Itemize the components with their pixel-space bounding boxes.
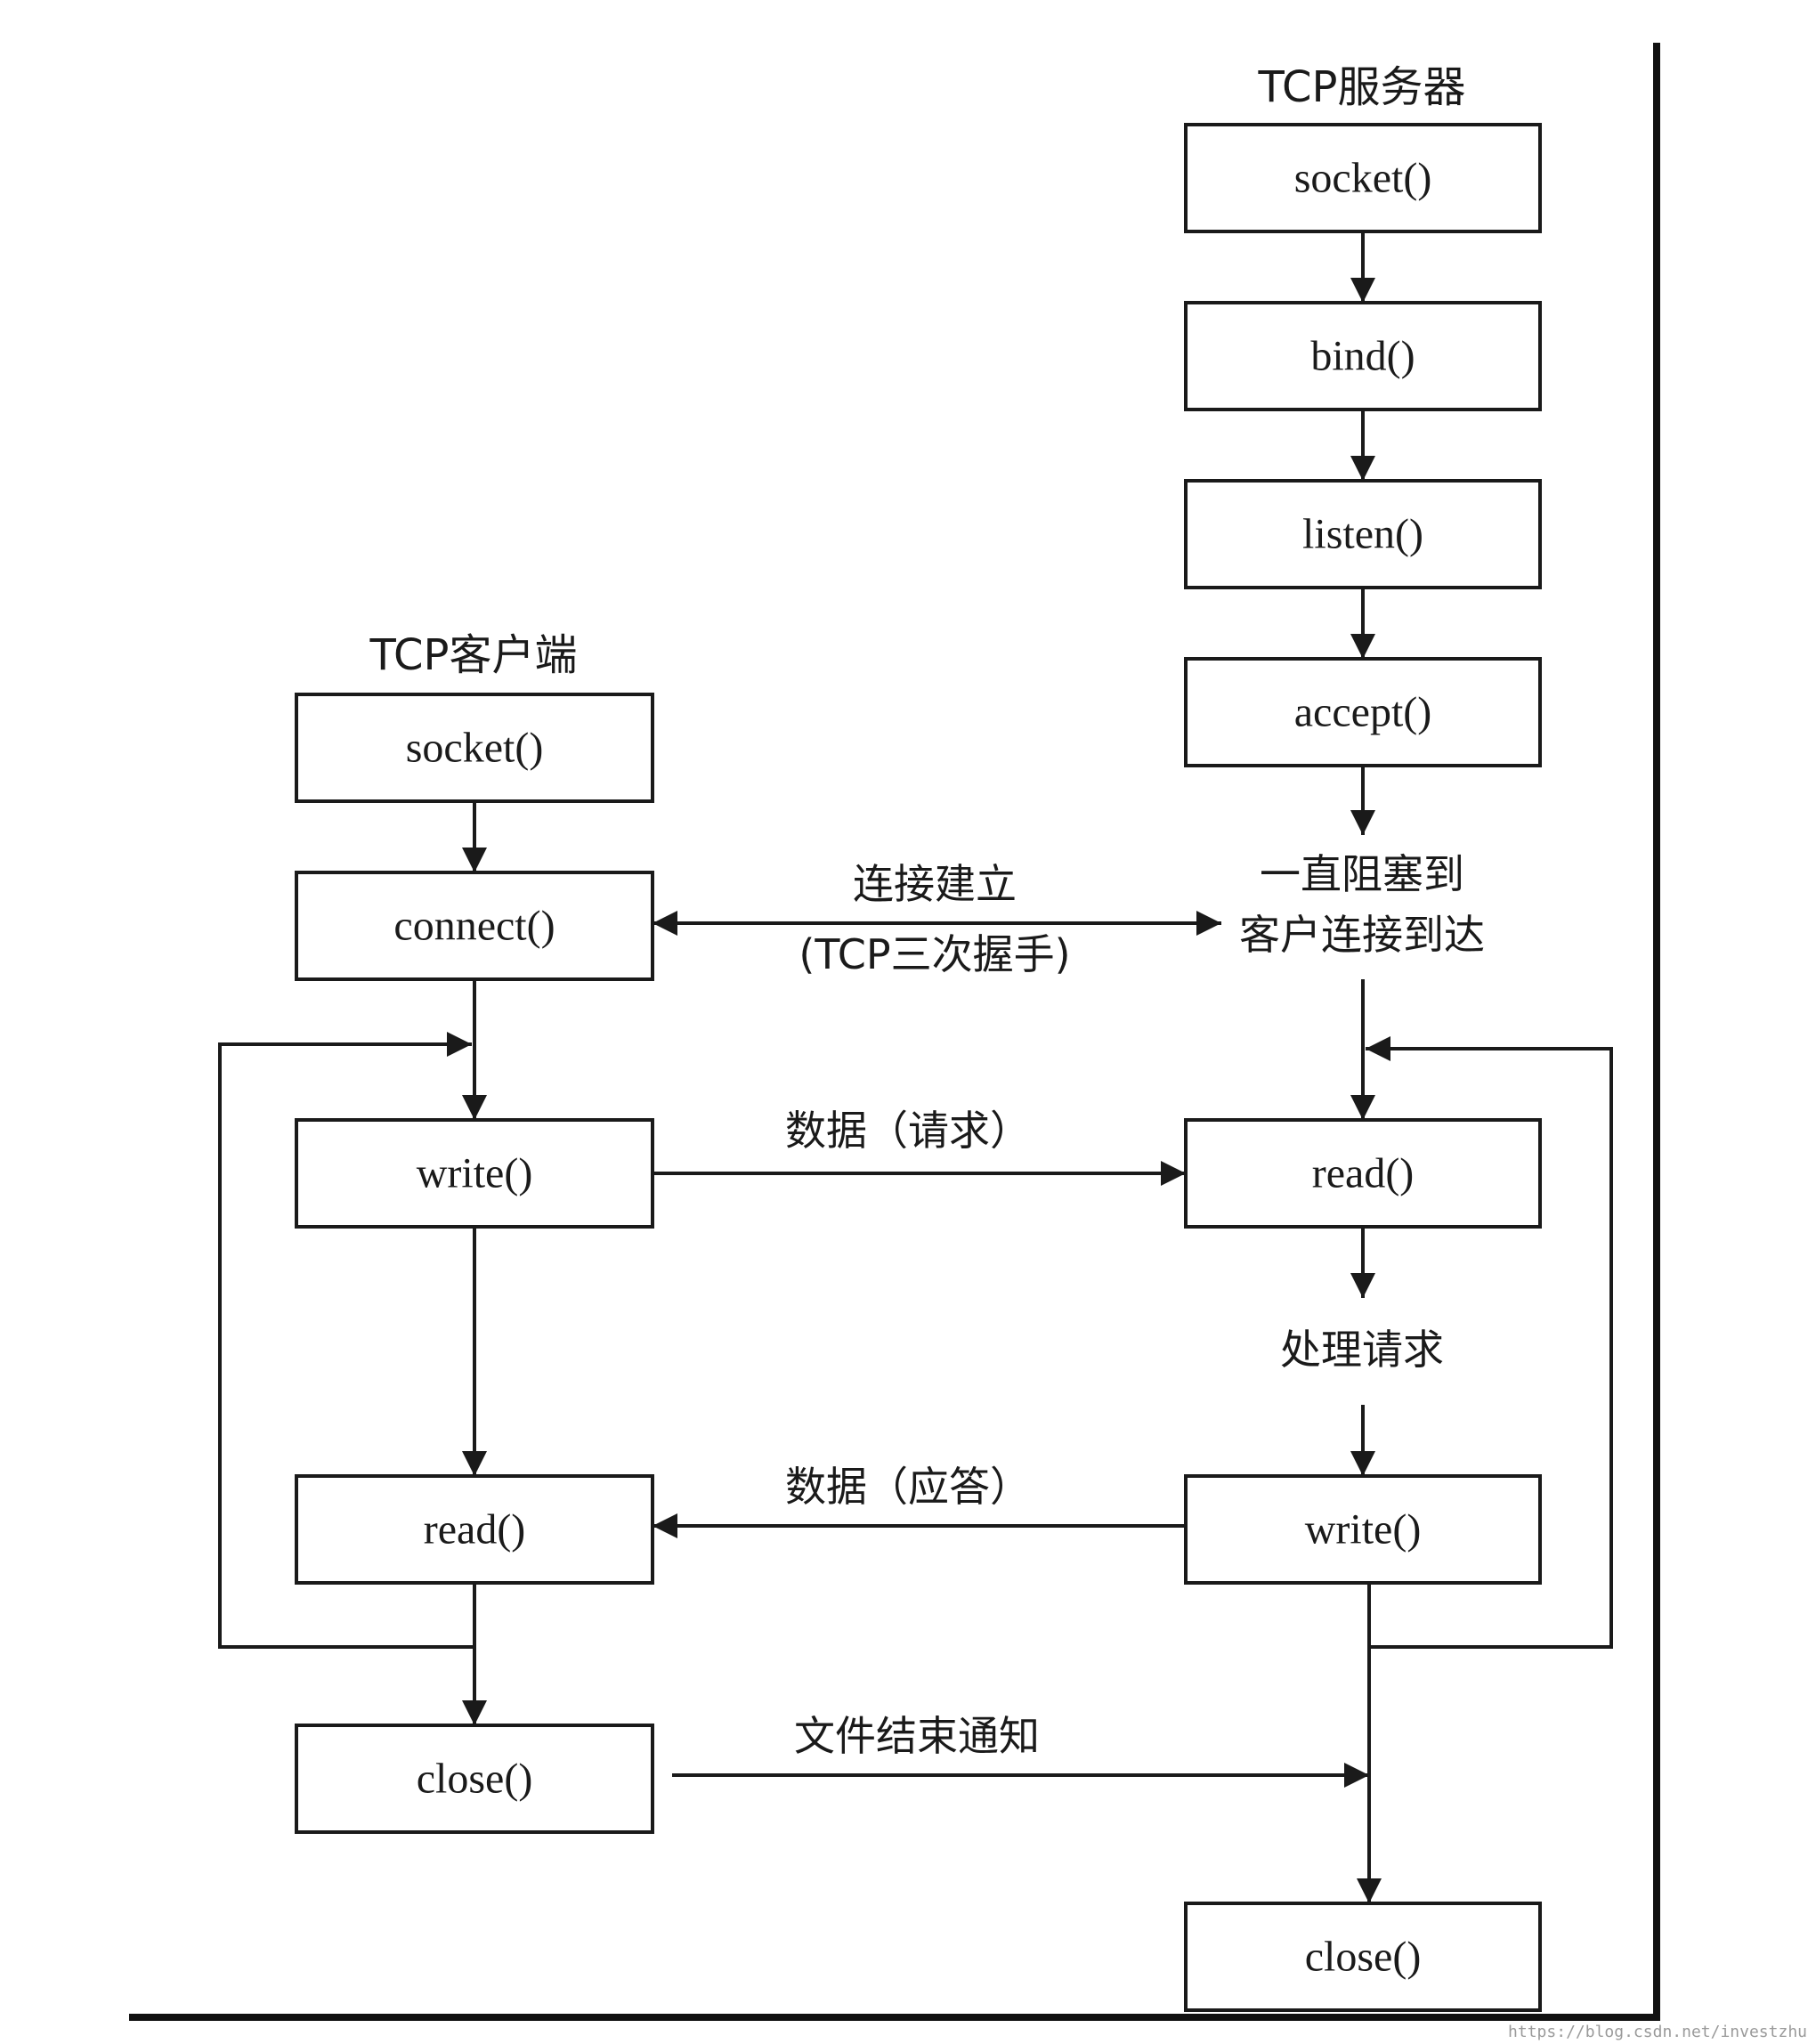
client-socket-box: socket() [295,693,654,803]
client-close-label: close() [417,1756,533,1803]
eof-label: 文件结束通知 [794,1712,1040,1760]
watermark-text: https://blog.csdn.net/investzhu [1508,2023,1807,2041]
response-label: 数据（应答） [785,1463,1031,1511]
server-accept-box: accept() [1184,657,1542,767]
server-close-box: close() [1184,1902,1542,2012]
server-socket-label: socket() [1294,155,1432,202]
server-block-line2: 客户连接到达 [1239,911,1485,959]
server-accept-label: accept() [1294,689,1432,736]
client-read-label: read() [424,1506,526,1553]
server-bind-box: bind() [1184,301,1542,411]
server-loop-path [1366,1036,1613,1649]
client-connect-label: connect() [393,903,555,950]
client-write-label: write() [417,1150,533,1197]
client-write-box: write() [295,1118,654,1229]
server-write-box: write() [1184,1474,1542,1585]
client-title: TCP客户端 [369,630,578,680]
server-process-label: 处理请求 [1280,1326,1444,1374]
client-socket-label: socket() [406,725,544,772]
client-close-box: close() [295,1724,654,1834]
server-write-label: write() [1305,1506,1422,1553]
server-block-line1: 一直阻塞到 [1260,850,1464,898]
server-bind-label: bind() [1310,333,1415,380]
client-loop-path [218,1032,474,1649]
connect-label-line2: (TCP三次握手) [799,930,1070,978]
server-listen-box: listen() [1184,479,1542,589]
connect-label-line1: 连接建立 [853,860,1017,908]
server-title: TCP服务器 [1258,62,1466,112]
server-read-label: read() [1312,1150,1415,1197]
server-close-label: close() [1305,1934,1422,1981]
client-connect-box: connect() [295,871,654,981]
server-read-box: read() [1184,1118,1542,1229]
client-read-box: read() [295,1474,654,1585]
server-socket-box: socket() [1184,123,1542,233]
server-listen-label: listen() [1302,511,1423,558]
request-label: 数据（请求） [785,1107,1031,1155]
